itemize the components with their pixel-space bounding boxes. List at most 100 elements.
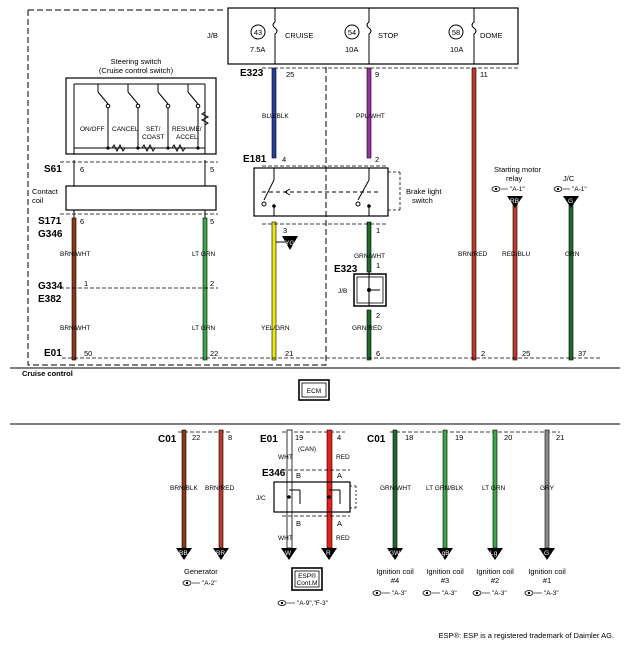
brake-light-switch xyxy=(253,167,389,217)
svg-text:25: 25 xyxy=(286,70,294,79)
ecm-box: ECM xyxy=(298,379,330,401)
svg-text:Generator: Generator xyxy=(184,567,218,576)
cruise-control-label: Cruise control xyxy=(22,369,73,378)
svg-text:J/B: J/B xyxy=(338,288,347,295)
esp-control-module: ESP® Cont.M xyxy=(291,567,323,591)
wire-brnwht-upper xyxy=(71,217,77,361)
svg-text:"A-3": "A-3" xyxy=(392,590,407,597)
svg-text:LT GRN: LT GRN xyxy=(192,251,216,258)
wire-brnred-dome xyxy=(471,67,477,361)
svg-text:W: W xyxy=(285,550,292,557)
svg-text:BLU/BLK: BLU/BLK xyxy=(262,113,289,120)
svg-text:20: 20 xyxy=(504,433,512,442)
fuse-stop: 54 10A STOP xyxy=(344,8,398,64)
svg-text:LT GRN: LT GRN xyxy=(482,485,506,492)
svg-text:4: 4 xyxy=(337,433,341,442)
conn-s171: S171 xyxy=(38,216,62,227)
svg-text:5: 5 xyxy=(210,217,214,226)
wire-blublk xyxy=(271,67,277,159)
svg-text:J/C: J/C xyxy=(563,174,575,183)
svg-text:BRN/RED: BRN/RED xyxy=(205,485,235,492)
svg-text:43: 43 xyxy=(254,28,262,37)
svg-text:7.5A: 7.5A xyxy=(250,45,265,54)
wire-grnwht xyxy=(366,221,372,273)
svg-text:Brake light: Brake light xyxy=(406,187,442,196)
svg-text:GRN/RED: GRN/RED xyxy=(352,325,382,332)
bb-terminal-icon xyxy=(176,548,192,560)
svg-text:#2: #2 xyxy=(491,576,499,585)
svg-text:54: 54 xyxy=(348,28,356,37)
g-ground-icon xyxy=(563,196,579,208)
svg-text:WHT: WHT xyxy=(278,535,293,542)
svg-text:J/C: J/C xyxy=(256,495,266,502)
svg-text:BRN/WHT: BRN/WHT xyxy=(60,251,90,258)
conn-g334: G334 xyxy=(38,281,63,292)
svg-text:10A: 10A xyxy=(450,45,463,54)
svg-text:A: A xyxy=(337,471,342,480)
svg-text:Steering switch: Steering switch xyxy=(111,57,162,66)
svg-text:10A: 10A xyxy=(345,45,358,54)
ground-yg-icon xyxy=(282,236,298,250)
svg-text:#1: #1 xyxy=(543,576,551,585)
svg-text:8: 8 xyxy=(228,433,232,442)
svg-text:"A-1": "A-1" xyxy=(510,186,525,193)
wire-yelgrn xyxy=(271,221,277,361)
svg-text:37: 37 xyxy=(578,349,586,358)
steering-switch-contacts xyxy=(73,83,210,154)
svg-text:"A-1": "A-1" xyxy=(572,186,587,193)
svg-text:"A-3": "A-3" xyxy=(492,590,507,597)
conn-e323-lower: E323 xyxy=(334,264,358,275)
wire-grn xyxy=(568,203,574,361)
svg-text:STOP: STOP xyxy=(378,31,398,40)
svg-text:G: G xyxy=(544,550,549,557)
svg-text:coil: coil xyxy=(32,196,44,205)
conn-e323: E323 xyxy=(240,68,264,79)
conn-c01-b: C01 xyxy=(367,434,386,445)
svg-text:PPL/WHT: PPL/WHT xyxy=(356,113,385,120)
fuse-dome: 58 10A DOME xyxy=(448,8,503,64)
svg-text:58: 58 xyxy=(452,28,460,37)
svg-text:Lg: Lg xyxy=(490,550,498,557)
svg-text:1: 1 xyxy=(376,261,380,270)
svg-text:RED/BLU: RED/BLU xyxy=(502,251,530,258)
wire-grnred xyxy=(366,309,372,361)
wire-ltgrn-upper xyxy=(202,217,208,361)
svg-text:LgB: LgB xyxy=(438,550,450,557)
svg-text:RED: RED xyxy=(336,535,350,542)
eye-ref-icon-ic2 xyxy=(472,590,490,596)
svg-text:YG: YG xyxy=(285,240,294,247)
eye-ref-icon xyxy=(491,186,508,192)
eye-ref-icon-esp xyxy=(277,600,295,606)
svg-text:2: 2 xyxy=(210,279,214,288)
contact-coil xyxy=(65,185,217,211)
svg-text:GRN/WHT: GRN/WHT xyxy=(354,253,385,260)
svg-text:BRN/WHT: BRN/WHT xyxy=(60,325,90,332)
svg-text:9: 9 xyxy=(375,70,379,79)
svg-text:(CAN): (CAN) xyxy=(298,446,316,453)
svg-text:WHT: WHT xyxy=(278,454,293,461)
svg-text:BRN/RED: BRN/RED xyxy=(458,251,488,258)
svg-text:3: 3 xyxy=(283,226,287,235)
svg-text:Contact: Contact xyxy=(32,187,59,196)
svg-text:B: B xyxy=(296,471,301,480)
svg-text:ON/OFF: ON/OFF xyxy=(80,126,105,133)
fuse-cruise: 43 7.5A CRUISE xyxy=(250,8,313,64)
svg-text:LT GRN/BLK: LT GRN/BLK xyxy=(426,485,464,492)
wire-wht-can xyxy=(286,429,293,549)
svg-text:(Cruise control switch): (Cruise control switch) xyxy=(99,66,174,75)
svg-text:BRN/BLK: BRN/BLK xyxy=(170,485,198,492)
conn-e01-b: E01 xyxy=(260,434,278,445)
svg-text:25: 25 xyxy=(522,349,530,358)
svg-text:Ignition coil: Ignition coil xyxy=(528,567,566,576)
svg-text:CRUISE: CRUISE xyxy=(285,31,313,40)
lg-terminal-icon xyxy=(487,548,503,560)
wire-redblu xyxy=(512,203,518,361)
eye-ref-icon-ic4 xyxy=(372,590,390,596)
svg-text:"A-3": "A-3" xyxy=(442,590,457,597)
eye-ref-icon-ic3 xyxy=(422,590,440,596)
svg-text:RED: RED xyxy=(336,454,350,461)
svg-text:GRN: GRN xyxy=(565,251,580,258)
eye-ref-icon-2 xyxy=(553,186,570,192)
